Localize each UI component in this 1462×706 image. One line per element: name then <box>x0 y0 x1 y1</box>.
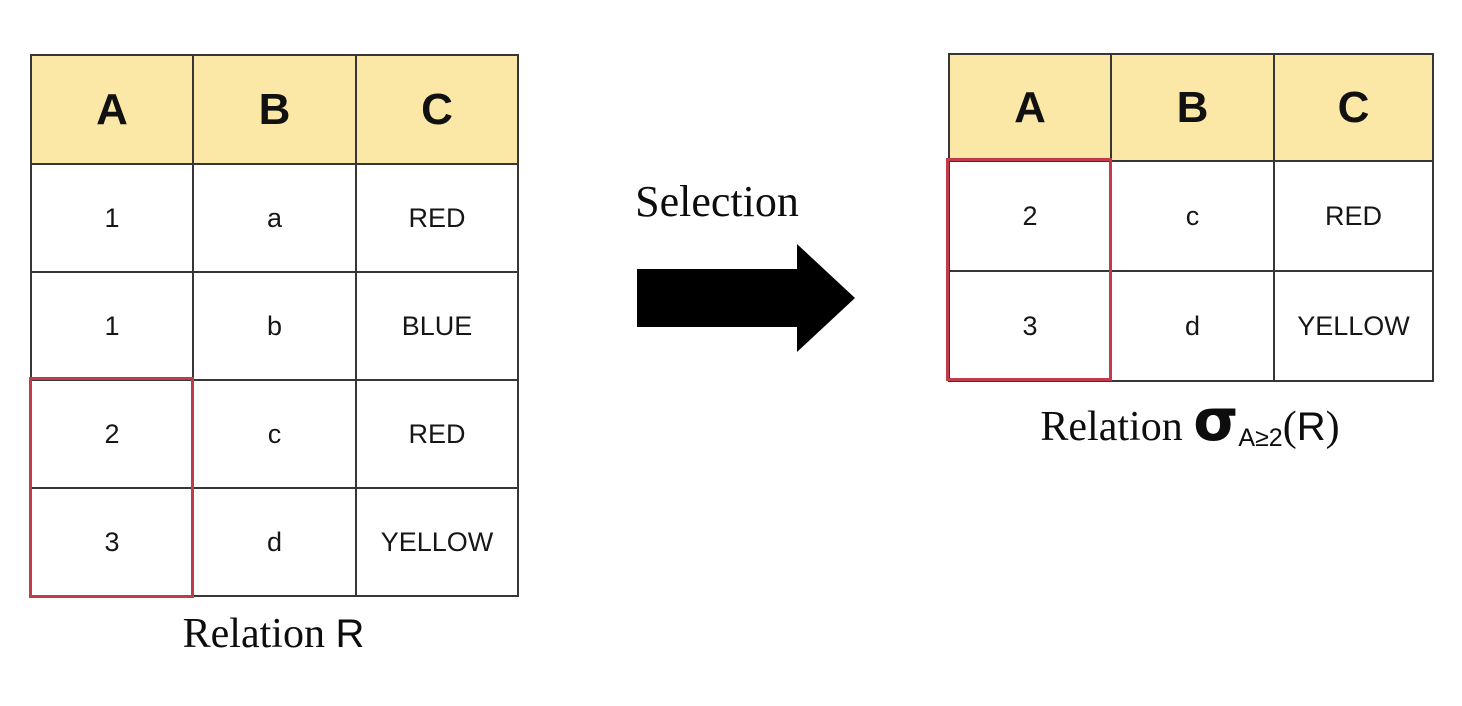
table-cell: c <box>192 379 357 489</box>
table-cell-highlighted: 2 <box>30 379 194 489</box>
table-row: 2 c RED <box>30 379 519 489</box>
relation-r-table: A B C 1 a RED 1 b BLUE 2 c RED 3 <box>30 54 519 597</box>
column-header-b: B <box>1110 53 1275 162</box>
table-cell-highlighted: 3 <box>948 270 1112 382</box>
table-cell: 1 <box>30 163 194 273</box>
table-cell: d <box>1110 270 1275 382</box>
right-table-caption: Relation σA≥2(R) <box>948 391 1432 461</box>
table-cell: YELLOW <box>355 487 519 597</box>
table-header-row: A B C <box>948 53 1434 162</box>
column-header-c: C <box>1273 53 1434 162</box>
relation-symbol: R <box>335 612 365 656</box>
table-row: 1 b BLUE <box>30 271 519 381</box>
caption-prefix: Relation <box>1040 404 1183 450</box>
table-cell: BLUE <box>355 271 519 381</box>
column-header-c: C <box>355 54 519 165</box>
selection-result-table: A B C 2 c RED 3 d YELLOW <box>948 53 1434 382</box>
table-cell: c <box>1110 160 1275 272</box>
table-cell-highlighted: 3 <box>30 487 194 597</box>
table-cell-highlighted: 2 <box>948 160 1112 272</box>
close-paren: ) <box>1325 404 1340 450</box>
relation-symbol: R <box>1296 405 1326 449</box>
table-cell: b <box>192 271 357 381</box>
column-header-a: A <box>30 54 194 165</box>
table-cell: 1 <box>30 271 194 381</box>
table-row: 3 d YELLOW <box>948 270 1434 382</box>
left-table-caption: Relation R <box>30 610 517 658</box>
table-row: 2 c RED <box>948 160 1434 272</box>
open-paren: ( <box>1282 404 1297 450</box>
arrow-shape <box>637 244 855 352</box>
selection-label: Selection <box>635 177 799 226</box>
table-cell: RED <box>1273 160 1434 272</box>
right-arrow-icon <box>637 244 855 352</box>
caption-prefix: Relation <box>182 611 325 657</box>
table-cell: a <box>192 163 357 273</box>
column-header-b: B <box>192 54 357 165</box>
table-cell: YELLOW <box>1273 270 1434 382</box>
table-header-row: A B C <box>30 54 519 165</box>
sigma-operator: σ <box>1193 386 1239 454</box>
selection-condition-subscript: A≥2 <box>1238 424 1283 452</box>
table-row: 3 d YELLOW <box>30 487 519 597</box>
table-cell: d <box>192 487 357 597</box>
table-row: 1 a RED <box>30 163 519 273</box>
table-cell: RED <box>355 379 519 489</box>
column-header-a: A <box>948 53 1112 162</box>
table-cell: RED <box>355 163 519 273</box>
